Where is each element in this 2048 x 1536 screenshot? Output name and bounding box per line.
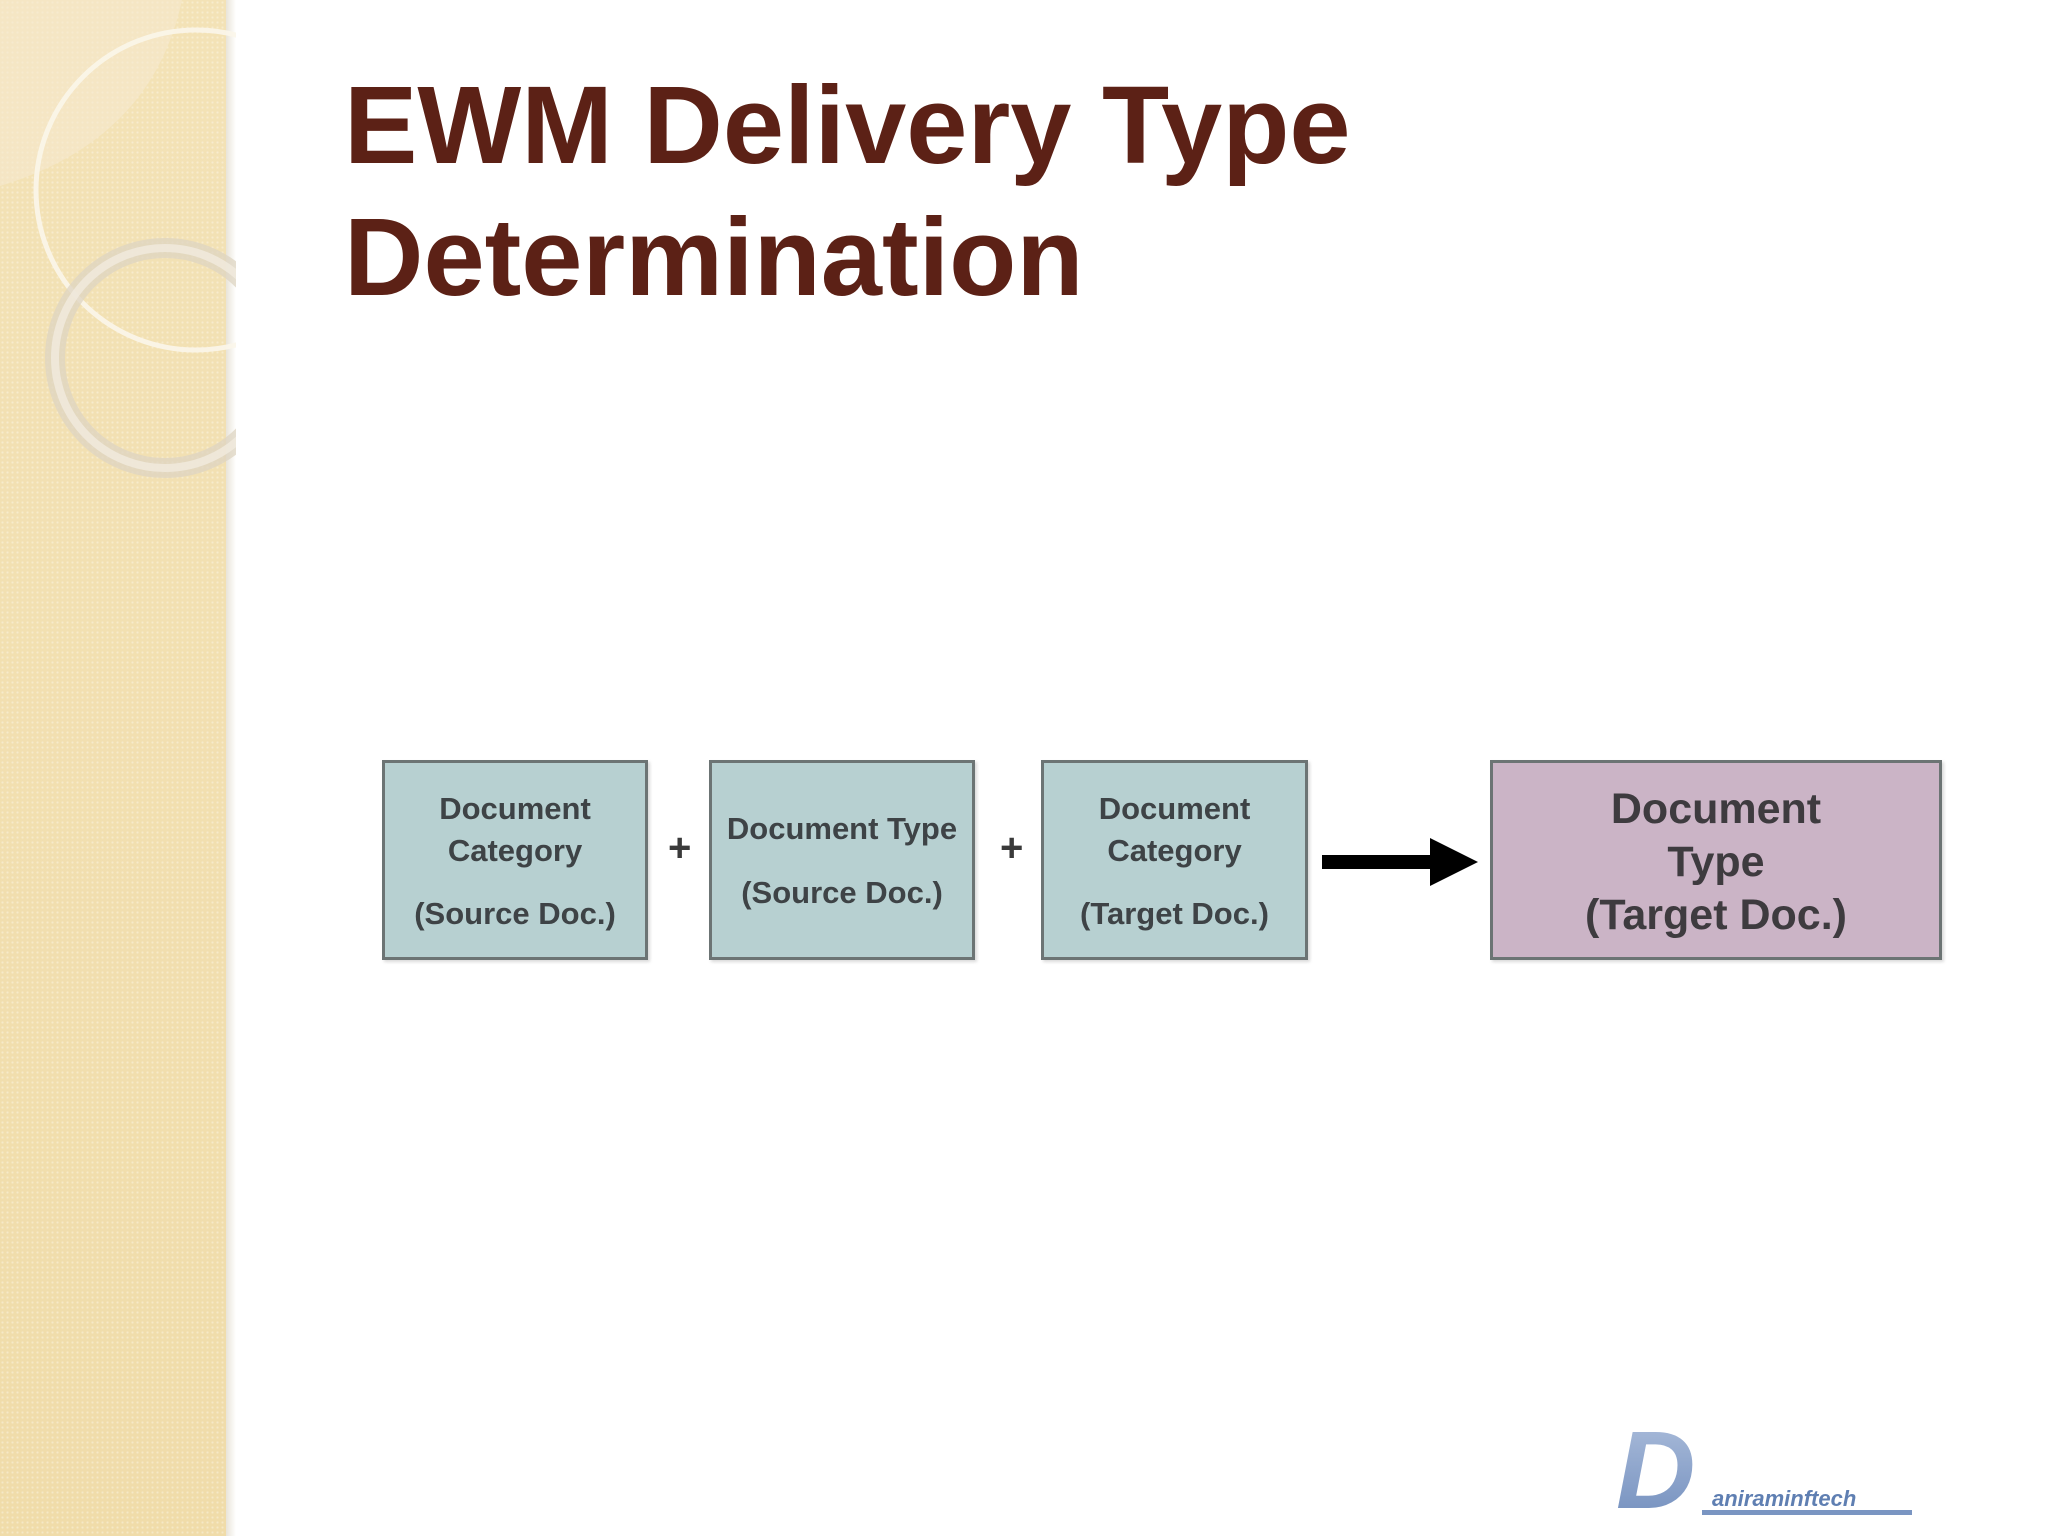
logo-text: aniraminftech <box>1712 1486 1856 1511</box>
slide-title: EWM Delivery Type Determination <box>344 60 1844 324</box>
box-label: (Target Doc.) <box>1585 891 1847 939</box>
source-document-type-box: Document Type (Source Doc.) <box>709 760 975 960</box>
box-label: Document <box>1610 785 1822 833</box>
box-label: (Source Doc.) <box>414 896 616 931</box>
logo-letter: D <box>1616 1424 1695 1516</box>
box-label: Document <box>439 791 591 826</box>
box-label: Document <box>1098 791 1251 826</box>
box-label: Category <box>447 833 583 868</box>
plus-operator: + <box>668 826 692 870</box>
arrow-right-icon <box>1322 838 1478 886</box>
slide-title-line-2: Determination <box>344 196 1084 319</box>
slide-title-line-1: EWM Delivery Type <box>344 64 1351 187</box>
box-label: (Source Doc.) <box>741 875 943 910</box>
plus-operator: + <box>1000 826 1024 870</box>
box-label: Document Type <box>726 811 958 846</box>
source-document-category-box: Document Category (Source Doc.) <box>382 760 648 960</box>
side-band-edge <box>226 0 236 1536</box>
box-label: Type <box>1667 838 1765 886</box>
box-label: Category <box>1107 833 1242 868</box>
decorative-rings <box>0 0 236 478</box>
target-document-category-box: Document Category (Target Doc.) <box>1041 760 1308 960</box>
company-logo: D aniraminftech <box>1616 1424 1912 1516</box>
target-document-type-box: Document Type (Target Doc.) <box>1490 760 1942 960</box>
box-label: (Target Doc.) <box>1080 896 1269 931</box>
